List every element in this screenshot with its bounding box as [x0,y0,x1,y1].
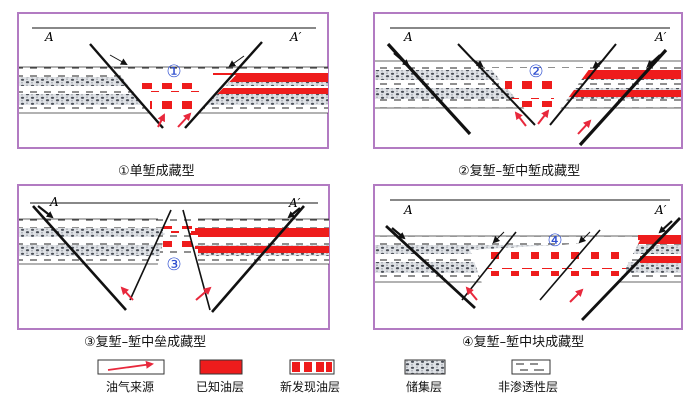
fault-motion-arrow [658,220,673,234]
main-fault-line [211,205,305,313]
panel-2-compound-graben-in-graben: A A′ ② [373,12,683,149]
fault-motion-arrow [109,54,128,65]
legend-reservoir-label: 储集层 [406,380,443,394]
source-arrow [195,286,212,301]
new-oil-layer [163,240,195,247]
point-a-label: A [44,30,54,44]
known-oil-layer [213,88,328,94]
point-a-prime-label: A′ [654,203,667,217]
inner-fault-line [549,43,617,126]
panel-4-caption: ④复堑–堑中块成藏型 [462,335,585,350]
known-oil-layer [560,70,681,79]
fault-motion-arrow [646,54,661,68]
point-a-label: A [49,195,59,209]
new-oil-layer [512,98,554,107]
known-oil-layer [190,228,329,237]
legend-known-oil-label: 已知油层 [196,380,245,394]
new-oil-layer [505,80,560,89]
fault-motion-arrow [592,57,606,69]
source-arrow [569,288,584,303]
source-arrow [157,113,165,128]
new-oil-layer [150,101,195,110]
source-arrow [537,109,550,125]
new-oil-layer [480,252,630,260]
fault-motion-arrow [287,207,301,219]
legend-new-oil-label: 新发现油层 [280,380,341,394]
panel-1-single-graben: A A′ ① [17,12,329,149]
legend-known-oil-swatch [199,359,243,375]
source-arrow [465,286,478,301]
legend-reservoir-swatch [404,359,446,375]
known-oil-layer [566,90,681,97]
source-arrow [577,119,592,135]
main-fault-line [580,217,681,321]
fault-motion-arrow [37,205,54,219]
fault-motion-arrow [228,55,245,68]
point-a-label: A [403,30,413,44]
seal-layer [375,236,681,245]
legend [97,359,551,375]
known-oil-layer [640,256,681,263]
legend-source-label: 油气来源 [106,380,155,394]
legend-seal-swatch [511,359,551,375]
main-fault-line [385,224,476,310]
main-fault-line [32,205,127,311]
panel-number-label: ② [528,62,543,82]
new-oil-layer [486,268,626,276]
panel-4-compound-block-in-graben: A A′ ④ [373,184,683,330]
seal-layer [375,61,681,70]
panel-number-label: ③ [166,255,181,275]
point-a-prime-label: A′ [288,196,301,210]
known-oil-layer [195,246,329,253]
source-arrow [120,286,134,301]
source-arrow [177,112,192,128]
fault-motion-arrow [391,227,406,240]
panel-3-caption: ③复堑–堑中垒成藏型 [84,335,207,350]
fault-motion-arrow [393,52,410,67]
fault-motion-arrow [492,231,505,244]
panel-3-compound-horst-in-graben: A A′ ③ [17,184,330,330]
new-oil-layer [163,226,195,233]
fault-line [184,41,263,129]
panel-number-label: ④ [547,231,562,251]
new-oil-layer [140,83,200,92]
source-arrow [514,111,527,127]
point-a-prime-label: A′ [654,30,667,44]
seal-layer [19,67,328,77]
fault-motion-arrow [469,56,484,68]
point-a-label: A [403,203,413,217]
known-oil-layer [213,73,328,82]
block-fault-line [539,229,601,301]
horst-fault-line [129,209,172,301]
fault-motion-arrow [578,231,591,244]
point-a-prime-label: A′ [289,30,302,44]
legend-seal-label: 非渗透性层 [498,380,559,394]
panel-2-caption: ②复堑–堑中堑成藏型 [458,164,581,179]
panel-number-label: ① [166,62,181,82]
panel-1-caption: ①单堑成藏型 [118,164,195,179]
fault-line [89,43,164,129]
